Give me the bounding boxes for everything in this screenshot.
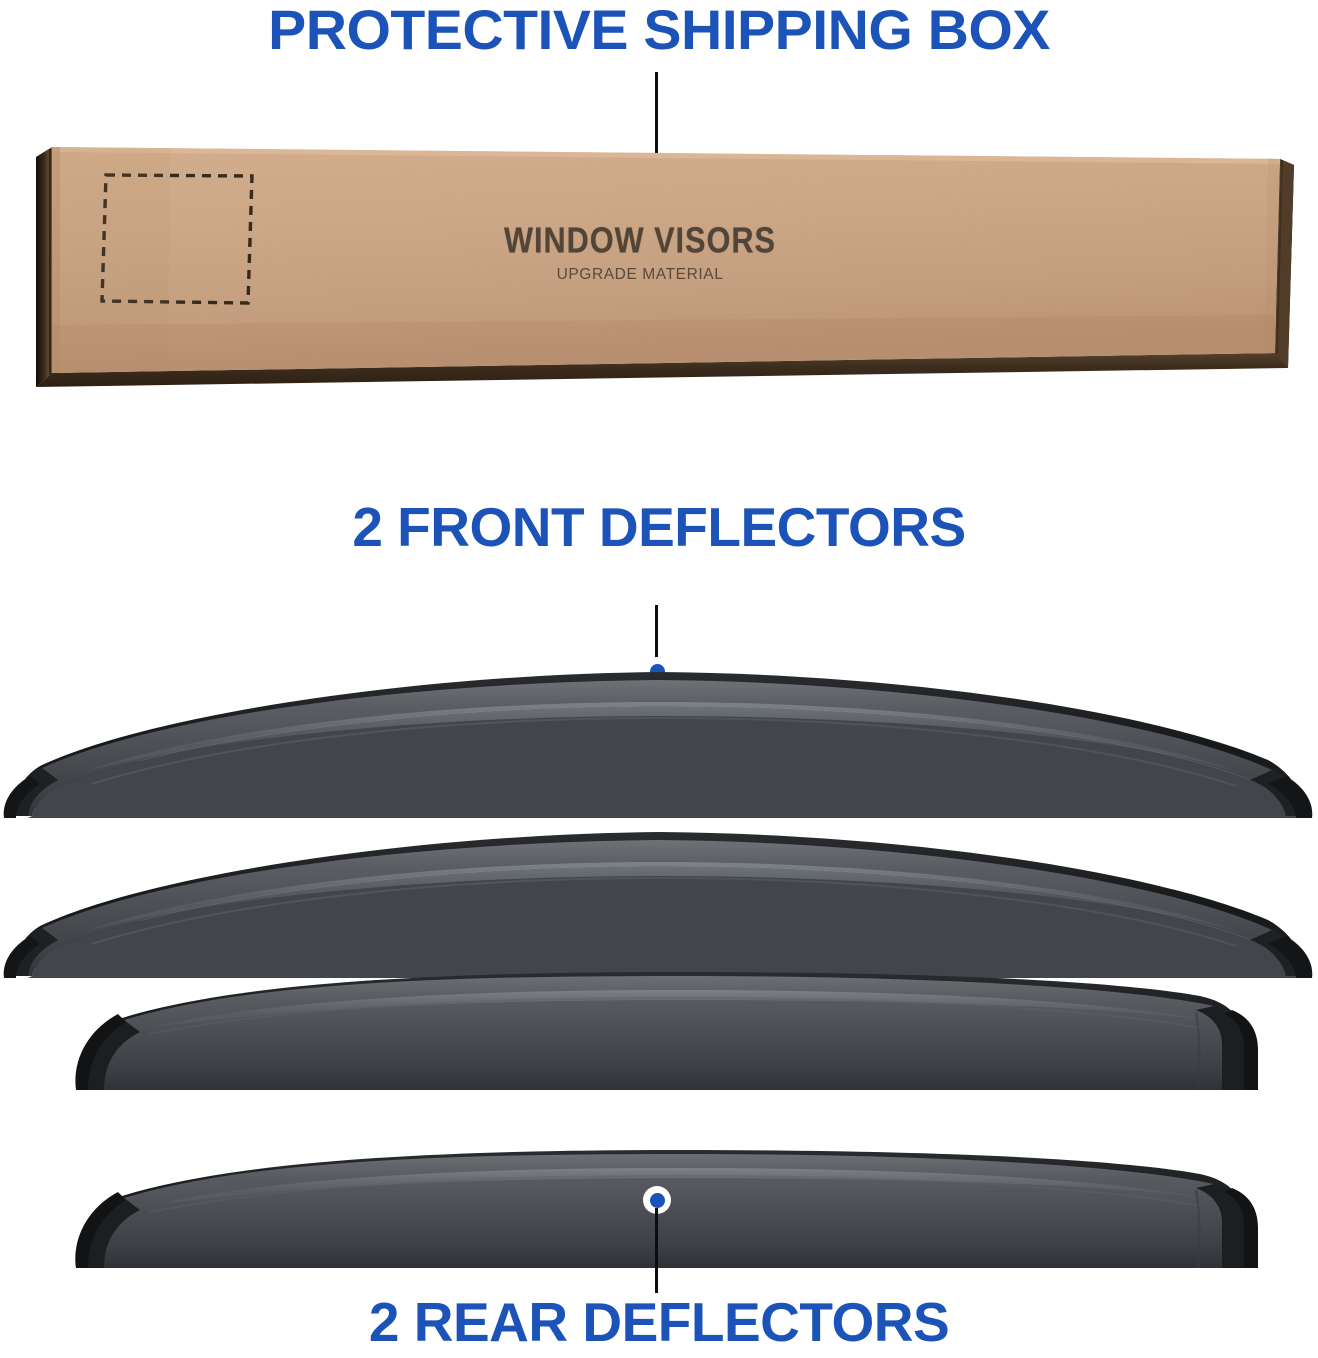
callout-line <box>655 605 658 669</box>
box-label-title: WINDOW VISORS <box>504 219 776 261</box>
shipping-box-image <box>30 125 1300 395</box>
section-title-front-deflectors: 2 FRONT DEFLECTORS <box>352 496 966 558</box>
page-title-protective-shipping-box: PROTECTIVE SHIPPING BOX <box>268 0 1050 61</box>
box-printed-label: WINDOW VISORS UPGRADE MATERIAL <box>430 219 850 284</box>
callout-line <box>655 72 658 168</box>
front-deflector-item <box>0 648 1318 818</box>
box-label-subtitle: UPGRADE MATERIAL <box>556 266 724 283</box>
rear-deflector-item <box>0 962 1318 1092</box>
callout-line <box>655 1208 658 1293</box>
front-deflector-item <box>0 808 1318 978</box>
section-title-rear-deflectors: 2 REAR DEFLECTORS <box>368 1291 950 1353</box>
